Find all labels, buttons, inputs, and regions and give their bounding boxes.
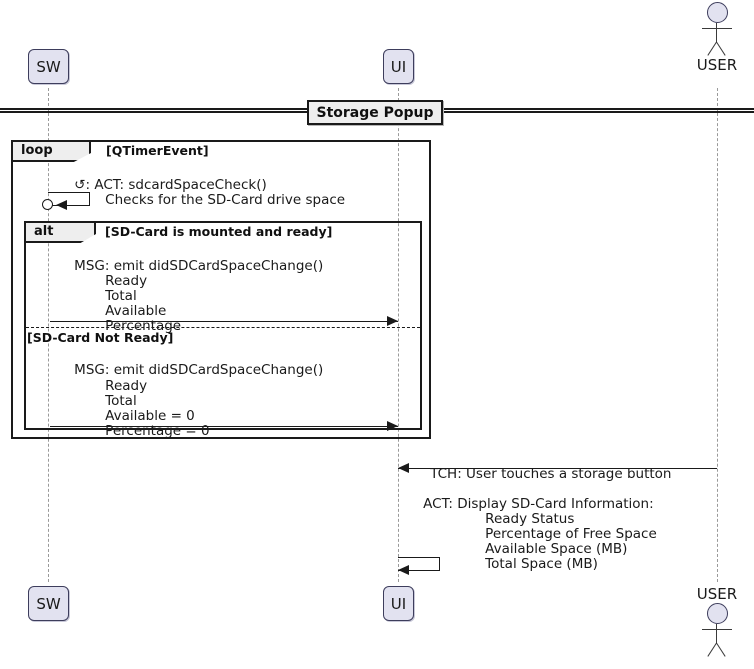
message-alt-else-line1: MSG: emit didSDCardSpaceChange() [57, 348, 323, 394]
message-touch-line1: TCH: User touches a storage button [413, 452, 672, 498]
participant-sw-bottom[interactable]: SW [28, 586, 69, 621]
actor-body-icon [697, 23, 737, 56]
fragment-loop-operator-label: loop [21, 143, 53, 158]
self-message-display-path [398, 557, 440, 571]
fragment-alt-guard-primary-label: [SD-Card is mounted and ready] [105, 224, 333, 239]
message-alt-else-arrowhead [387, 421, 398, 431]
fragment-alt-separator [26, 327, 420, 328]
message-alt-else-line5: Percentage = 0 [88, 409, 210, 455]
message-touch-arrowhead [398, 463, 409, 473]
message-display-line2: Ready Status [468, 497, 574, 543]
lifeline-sw [48, 88, 49, 582]
actor-user-top[interactable]: USER [697, 2, 737, 74]
divider-label: Storage Popup [316, 104, 434, 121]
message-alt-else-line4: Available = 0 [88, 394, 195, 440]
message-alt-primary-line3-text: Total [105, 288, 137, 305]
message-display-line4: Available Space (MB) [468, 527, 627, 573]
message-alt-primary-line1: MSG: emit didSDCardSpaceChange() [57, 244, 323, 290]
fragment-alt-guard-else-label: [SD-Card Not Ready] [27, 330, 174, 345]
actor-head-bottom-icon [706, 603, 728, 624]
participant-sw-bottom-label: SW [36, 594, 61, 613]
actor-body-bottom-icon [697, 624, 737, 657]
message-touch-line1-text: TCH: User touches a storage button [430, 466, 672, 483]
message-alt-primary-line4-text: Available [105, 303, 167, 320]
message-alt-primary-line4: Available [88, 289, 166, 335]
message-display-line1-text: ACT: Display SD-Card Information: [423, 496, 654, 513]
fragment-loop-guard-label: [QTimerEvent] [106, 143, 209, 158]
message-display-line4-text: Available Space (MB) [485, 541, 628, 558]
fragment-alt-operator-label: alt [34, 224, 54, 239]
message-alt-primary-line2: Ready [88, 259, 147, 305]
lifeline-user [717, 88, 718, 582]
message-self-check-line2-text: Checks for the SD-Card drive space [105, 192, 346, 209]
message-self-check-line1: ↺: ACT: sdcardSpaceCheck() [57, 163, 267, 209]
fragment-alt-operator: alt [26, 223, 96, 243]
message-display-line5-text: Total Space (MB) [485, 556, 598, 573]
message-alt-else-line3: Total [88, 379, 137, 425]
message-self-check-line1-text: ↺: ACT: sdcardSpaceCheck() [74, 177, 267, 194]
message-alt-else-line1-text: MSG: emit didSDCardSpaceChange() [74, 362, 324, 379]
message-display-line2-text: Ready Status [485, 511, 575, 528]
message-alt-else-line3-text: Total [105, 393, 137, 410]
message-display-line3-text: Percentage of Free Space [485, 526, 657, 543]
fragment-alt [24, 221, 422, 430]
fragment-loop-guard: [QTimerEvent] [106, 143, 209, 158]
message-display-line1: ACT: Display SD-Card Information: [406, 482, 654, 528]
message-alt-else-line4-text: Available = 0 [105, 408, 195, 425]
fragment-alt-guard-primary: [SD-Card is mounted and ready] [105, 224, 332, 239]
participant-ui-top[interactable]: UI [383, 49, 414, 84]
message-alt-primary-line1-text: MSG: emit didSDCardSpaceChange() [74, 258, 324, 275]
message-alt-else-line5-text: Percentage = 0 [105, 423, 210, 440]
fragment-alt-guard-else: [SD-Card Not Ready] [27, 330, 173, 345]
message-alt-else-arrow-line [50, 426, 398, 427]
self-message-display-arrowhead [398, 565, 409, 575]
message-alt-primary-line3: Total [88, 274, 137, 320]
self-message-arrowhead [56, 200, 67, 210]
message-alt-primary-arrow-line [50, 321, 398, 322]
participant-sw-top[interactable]: SW [28, 49, 69, 84]
actor-head-icon [706, 2, 728, 23]
self-message-loop-path [48, 192, 90, 206]
message-display-line3: Percentage of Free Space [468, 512, 657, 558]
participant-ui-top-label: UI [390, 57, 407, 76]
message-alt-primary-line5-text: Percentage [105, 318, 182, 335]
message-alt-else-line2: Ready [88, 364, 147, 410]
message-touch-arrow-line [398, 468, 717, 469]
participant-ui-bottom[interactable]: UI [383, 586, 414, 621]
message-display-line5: Total Space (MB) [468, 542, 598, 588]
participant-sw-top-label: SW [36, 57, 61, 76]
actor-user-bottom[interactable]: USER [697, 585, 737, 657]
fragment-loop [11, 140, 431, 439]
message-alt-primary-line2-text: Ready [105, 273, 148, 290]
participant-ui-bottom-label: UI [390, 594, 407, 613]
lifeline-ui [398, 88, 399, 582]
actor-user-bottom-label: USER [696, 585, 738, 603]
fragment-loop-operator: loop [13, 142, 91, 162]
message-alt-else-line2-text: Ready [105, 378, 148, 395]
message-self-check-line2: Checks for the SD-Card drive space [88, 178, 345, 224]
self-message-endpoint-circle-icon [42, 199, 53, 210]
message-alt-primary-arrowhead [387, 316, 398, 326]
divider-storage-popup: Storage Popup [307, 100, 443, 125]
actor-user-top-label: USER [696, 56, 738, 74]
message-alt-primary-line5: Percentage [88, 304, 181, 350]
